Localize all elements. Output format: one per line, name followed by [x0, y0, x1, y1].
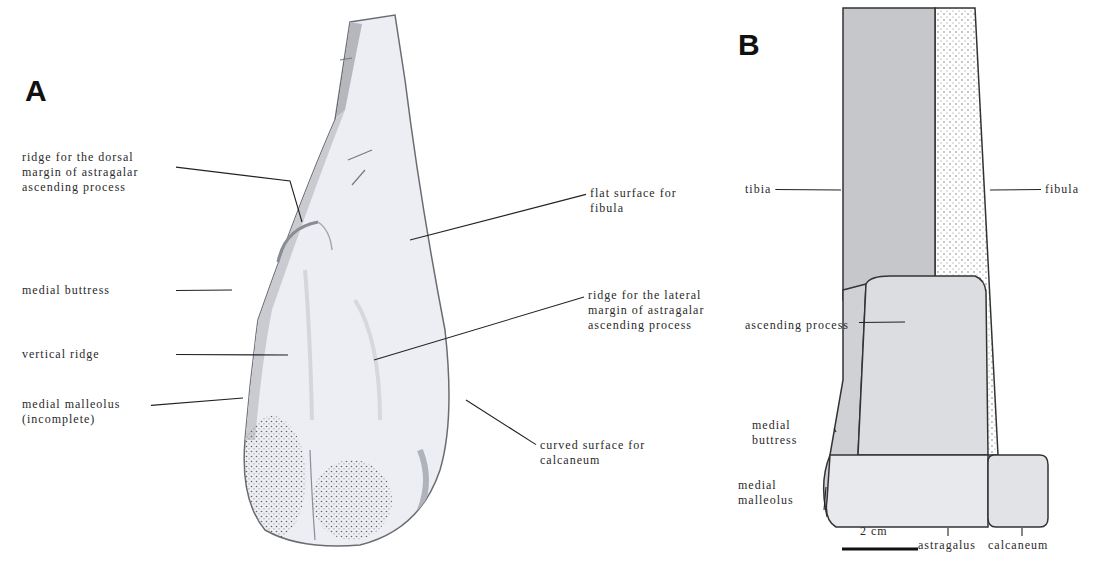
bone-label: medial malleolus [738, 478, 822, 508]
leader-line [947, 528, 948, 536]
panel-letter: A [25, 76, 47, 106]
tibia-specimen [238, 15, 449, 546]
leader-line [176, 167, 302, 222]
feature-label: ridge for the lateral margin of astragal… [588, 288, 728, 333]
leader-line [824, 487, 826, 510]
bone-label: fibula [1045, 182, 1079, 197]
feature-label: ridge for the dorsal margin of astragala… [22, 150, 172, 195]
leader-line [859, 321, 905, 323]
feature-label: medial malleolus (incomplete) [22, 397, 147, 427]
bone-label: medial buttress [752, 418, 830, 448]
leader-line [176, 354, 288, 356]
ankle-reconstruction [824, 8, 1048, 527]
feature-label: curved surface for calcaneum [540, 438, 665, 468]
feature-label: flat surface for fibula [590, 186, 690, 216]
leader-line [374, 297, 584, 360]
bone-label: astragalus [918, 538, 976, 553]
leader-line [990, 189, 1041, 191]
bone-label: ascending process [745, 318, 855, 333]
leader-line [466, 400, 536, 445]
leader-lines [151, 167, 1041, 536]
panel-letter: B [738, 30, 760, 60]
leader-line [775, 189, 841, 191]
leader-line [151, 398, 243, 405]
leader-line [410, 194, 586, 240]
scale-label: 2 cm [860, 524, 888, 539]
bone-label: tibia [745, 182, 771, 197]
leader-line [834, 429, 836, 433]
leader-line [1021, 528, 1022, 536]
leader-line [176, 289, 232, 291]
feature-label: vertical ridge [22, 347, 172, 362]
bone-label: calcaneum [988, 538, 1048, 553]
feature-label: medial buttress [22, 283, 172, 298]
scale-bar [842, 548, 918, 551]
